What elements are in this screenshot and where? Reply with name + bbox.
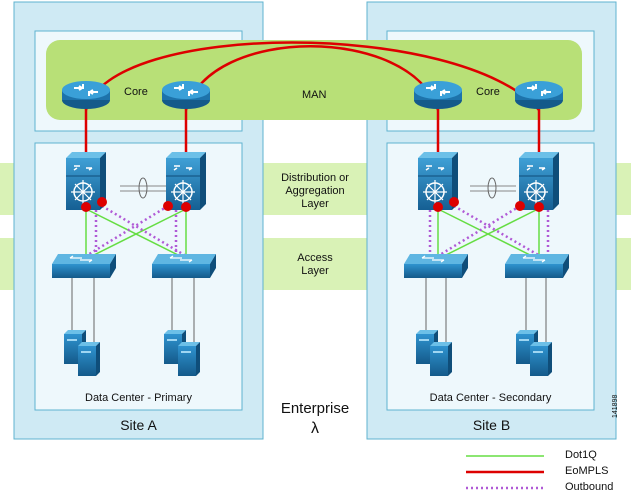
legend-outbound-label: Outbound xyxy=(565,481,614,493)
lambda-symbol: λ xyxy=(311,420,319,437)
core-router-a2 xyxy=(161,80,211,110)
site-a-links xyxy=(85,177,187,258)
dc-primary-label: Data Center - Primary xyxy=(85,392,192,404)
legend-dot1q-label: Dot1Q xyxy=(565,449,597,461)
distribution-switch-a2 xyxy=(165,151,207,211)
access-switch-b2 xyxy=(504,253,570,279)
site-b-links xyxy=(428,177,550,258)
site-b-label: Site B xyxy=(472,417,511,433)
core-router-a1 xyxy=(61,80,111,110)
core-label-a: Core xyxy=(124,86,148,98)
server-b4 xyxy=(530,342,552,376)
enterprise-label: Enterprise xyxy=(280,400,350,417)
core-router-b2 xyxy=(514,80,564,110)
dc-secondary-label: Data Center - Secondary xyxy=(429,392,552,404)
man-cloud xyxy=(46,40,582,120)
eompls-arc-inner xyxy=(184,45,440,111)
access-layer-label: Access Layer xyxy=(297,252,333,277)
server-b2 xyxy=(430,342,452,376)
distribution-layer-label: Distribution or Aggregation Layer xyxy=(281,172,349,210)
server-a4 xyxy=(178,342,200,376)
core-router-b1 xyxy=(413,80,463,110)
access-switch-b1 xyxy=(403,253,469,279)
access-switch-a1 xyxy=(51,253,117,279)
server-a2 xyxy=(78,342,100,376)
eompls-ports xyxy=(81,197,544,212)
access-switch-a2 xyxy=(151,253,217,279)
server-cables xyxy=(71,278,547,346)
figure-id: 141898 xyxy=(612,394,619,418)
site-a-label: Site A xyxy=(120,417,157,433)
core-label-b: Core xyxy=(476,86,500,98)
distribution-switch-b2 xyxy=(518,151,560,211)
legend-eompls-label: EoMPLS xyxy=(565,465,609,477)
eompls-arc-outer xyxy=(84,41,540,111)
man-label: MAN xyxy=(302,89,327,101)
